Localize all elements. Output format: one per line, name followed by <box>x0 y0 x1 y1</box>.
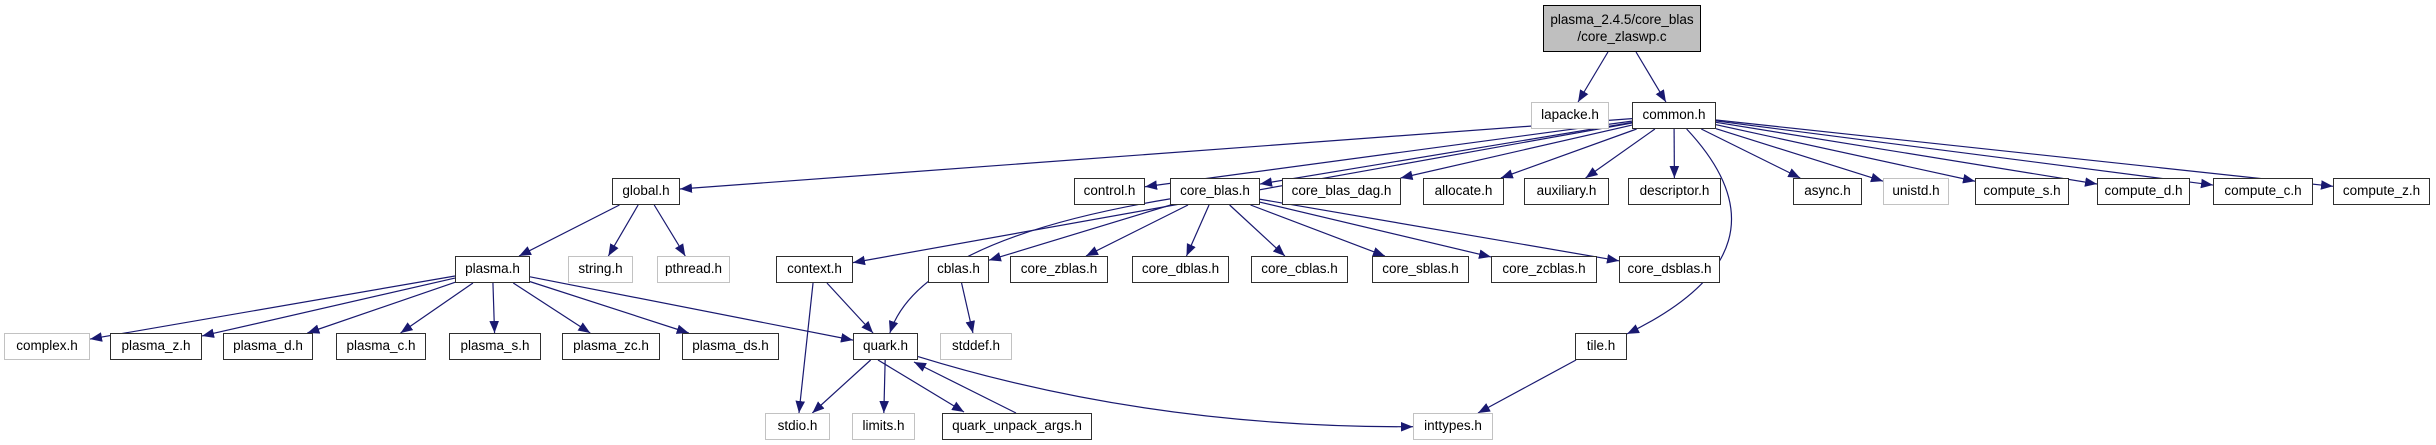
edge-quark-to-limits <box>879 359 889 414</box>
node-plasma_zc[interactable]: plasma_zc.h <box>562 333 660 360</box>
node-stdio: stdio.h <box>765 413 830 440</box>
edge-core_blas-to-cblas <box>988 204 1171 262</box>
edge-global-to-string <box>607 204 639 257</box>
node-quark_unpack_args[interactable]: quark_unpack_args.h <box>942 413 1092 440</box>
edge-core_blas-to-core_zcblas <box>1259 201 1492 259</box>
node-core_blas[interactable]: core_blas.h <box>1170 178 1260 205</box>
edge-common-to-compute_z <box>1715 119 2334 190</box>
node-quark[interactable]: quark.h <box>853 333 918 360</box>
edge-common-to-async <box>1701 128 1801 179</box>
node-unistd: unistd.h <box>1883 178 1949 205</box>
edge-common-to-compute_s <box>1715 124 1976 184</box>
node-plasma_d[interactable]: plasma_d.h <box>223 333 313 360</box>
node-plasma_ds[interactable]: plasma_ds.h <box>682 333 779 360</box>
edge-core_blas-to-core_dsblas <box>1259 198 1620 264</box>
node-core_cblas[interactable]: core_cblas.h <box>1251 256 1348 283</box>
node-control[interactable]: control.h <box>1074 178 1145 205</box>
edge-common-to-compute_d <box>1715 121 2098 187</box>
node-limits: limits.h <box>852 413 915 440</box>
node-core_zblas[interactable]: core_zblas.h <box>1010 256 1108 283</box>
edge-common-to-tile <box>1626 128 1733 335</box>
node-pthread: pthread.h <box>657 256 730 283</box>
edge-common-to-core_blas_dag <box>1400 124 1633 181</box>
node-core_dblas[interactable]: core_dblas.h <box>1132 256 1229 283</box>
node-string: string.h <box>568 256 633 283</box>
node-compute_z[interactable]: compute_z.h <box>2333 178 2430 205</box>
node-compute_s[interactable]: compute_s.h <box>1975 178 2069 205</box>
edge-quark-to-quark_unpack_args <box>877 359 965 413</box>
edge-plasma-to-plasma_d <box>307 281 456 334</box>
edge-plasma-to-plasma_c <box>400 282 474 334</box>
edge-global-to-plasma <box>518 204 620 257</box>
edge-plasma-to-plasma_ds <box>529 281 689 334</box>
node-core_blas_dag[interactable]: core_blas_dag.h <box>1282 178 1401 205</box>
edge-quark-to-stdio <box>811 359 872 414</box>
node-allocate[interactable]: allocate.h <box>1423 178 1504 205</box>
node-cblas[interactable]: cblas.h <box>928 256 989 283</box>
edge-common-to-control <box>1144 120 1633 190</box>
edge-context-to-stdio <box>795 282 814 414</box>
edge-core_blas-to-core_zblas <box>1085 204 1189 257</box>
edge-plasma-to-plasma_zc <box>512 282 591 334</box>
edge-cblas-to-stddef <box>960 282 975 334</box>
edge-common-to-compute_c <box>1715 120 2214 189</box>
edge-core_blas-to-quark <box>889 198 1171 334</box>
edge-common-to-core_blas <box>1259 121 1633 187</box>
edge-global-to-pthread <box>653 204 686 257</box>
edge-plasma-to-plasma_z <box>201 277 456 338</box>
node-compute_c[interactable]: compute_c.h <box>2213 178 2313 205</box>
node-async[interactable]: async.h <box>1793 178 1862 205</box>
node-root: plasma_2.4.5/core_blas /core_zlaswp.c <box>1543 5 1701 52</box>
edge-quark_unpack_args-to-quark <box>913 361 1017 414</box>
edge-plasma-to-quark <box>529 276 854 343</box>
edge-common-to-auxiliary <box>1585 128 1656 179</box>
edge-core_blas-to-core_sblas <box>1250 204 1386 257</box>
node-global[interactable]: global.h <box>612 178 680 205</box>
node-plasma_z[interactable]: plasma_z.h <box>110 333 202 360</box>
edge-common-to-allocate <box>1500 128 1637 179</box>
node-core_dsblas[interactable]: core_dsblas.h <box>1619 256 1720 283</box>
edge-common-to-global <box>679 118 1633 193</box>
node-compute_d[interactable]: compute_d.h <box>2097 178 2190 205</box>
node-context[interactable]: context.h <box>776 256 853 283</box>
node-plasma[interactable]: plasma.h <box>455 256 530 283</box>
edge-common-to-unistd <box>1715 128 1884 183</box>
node-complex: complex.h <box>4 333 90 360</box>
edge-core_blas-to-core_cblas <box>1229 204 1286 257</box>
edge-root-to-lapacke <box>1577 51 1609 103</box>
edge-context-to-quark <box>826 282 874 334</box>
node-plasma_c[interactable]: plasma_c.h <box>336 333 426 360</box>
edge-core_blas-to-core_dblas <box>1185 204 1210 257</box>
node-lapacke: lapacke.h <box>1531 102 1609 129</box>
node-tile[interactable]: tile.h <box>1575 333 1627 360</box>
node-core_sblas[interactable]: core_sblas.h <box>1372 256 1469 283</box>
edge-plasma-to-plasma_s <box>489 282 499 334</box>
node-stddef: stddef.h <box>940 333 1012 360</box>
node-inttypes: inttypes.h <box>1413 413 1493 440</box>
node-core_zcblas[interactable]: core_zcblas.h <box>1491 256 1597 283</box>
node-descriptor[interactable]: descriptor.h <box>1628 178 1721 205</box>
edge-plasma-to-complex <box>89 275 456 342</box>
node-auxiliary[interactable]: auxiliary.h <box>1524 178 1609 205</box>
node-common[interactable]: common.h <box>1632 102 1716 129</box>
node-plasma_s[interactable]: plasma_s.h <box>449 333 541 360</box>
edge-root-to-common <box>1635 51 1667 103</box>
edge-quark-to-inttypes <box>917 355 1414 432</box>
edge-tile-to-inttypes <box>1477 359 1577 414</box>
